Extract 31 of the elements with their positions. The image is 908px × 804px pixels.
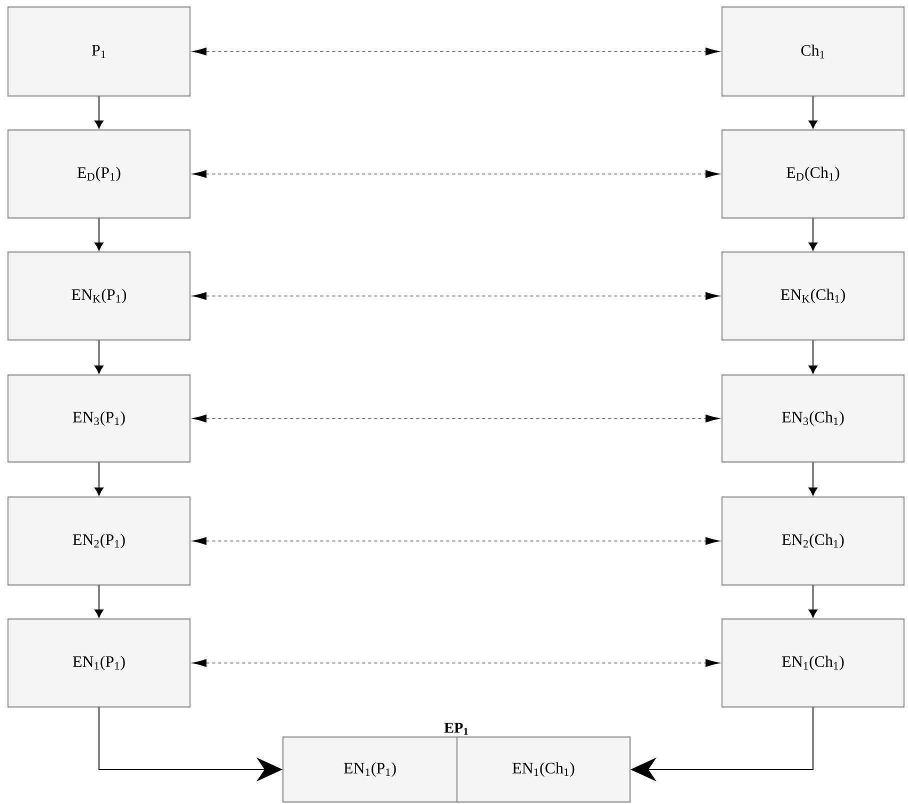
process-box: EN$_{2}$(Ch$_{1}$) (722, 496, 904, 586)
arrow (808, 584, 818, 618)
group-heading: EP$_{1}$ (444, 722, 468, 735)
arrow (808, 96, 818, 129)
process-box: EN$_{1}$(Ch$_{1}$) (722, 618, 904, 708)
arrow (192, 170, 720, 178)
arrow (94, 340, 104, 374)
arrow (192, 537, 720, 545)
arrow (192, 659, 720, 667)
process-box: Ch$_{1}$ (722, 6, 904, 96)
arrow (94, 462, 104, 496)
arrow (808, 340, 818, 374)
process-box: EN$_{K}$(Ch$_{1}$) (722, 252, 904, 340)
arrow (192, 48, 720, 56)
process-box: EN$_{2}$(P$_{1}$) (8, 496, 190, 586)
arrow (94, 584, 104, 618)
process-box: E$_{D}$(Ch$_{1}$) (722, 130, 904, 218)
process-box: P$_{1}$ (8, 6, 190, 96)
process-box: EN$_{3}$(Ch$_{1}$) (722, 374, 904, 462)
process-box: EN$_{1}$(Ch$_{1}$) (456, 736, 630, 802)
arrow (808, 218, 818, 251)
arrow (192, 414, 720, 422)
process-box: E$_{D}$(P$_{1}$) (8, 130, 190, 218)
process-box: EN$_{3}$(P$_{1}$) (8, 374, 190, 462)
arrow (808, 462, 818, 496)
process-box: EN$_{1}$(P$_{1}$) (8, 618, 190, 708)
process-box: EN$_{1}$(P$_{1}$) (282, 736, 458, 802)
arrow (94, 218, 104, 251)
arrow (192, 292, 720, 300)
process-box: EN$_{K}$(P$_{1}$) (8, 252, 190, 340)
arrow (94, 96, 104, 129)
